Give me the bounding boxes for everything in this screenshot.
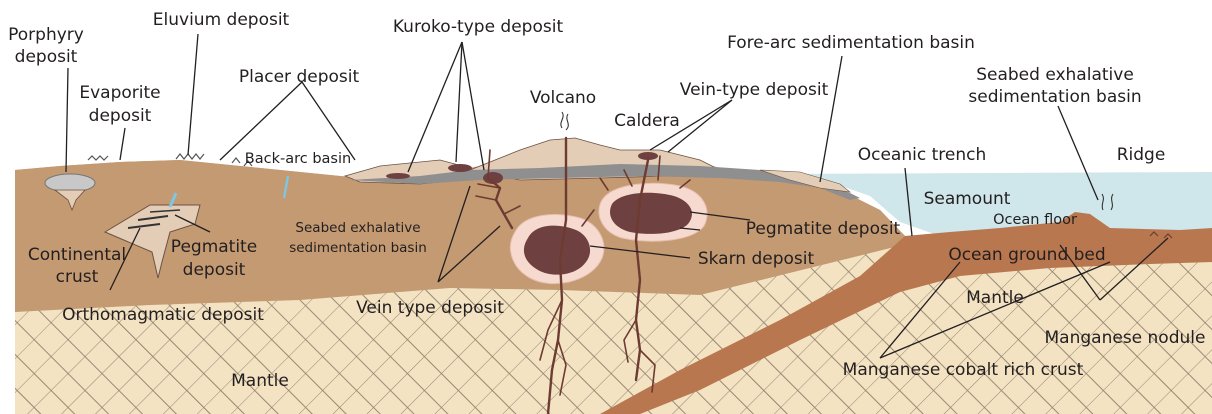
label-skarn: Skarn deposit (698, 249, 815, 269)
label-placer: Placer deposit (239, 67, 360, 87)
skarn-deposit-right (610, 193, 692, 234)
porphyry-deposit (45, 174, 95, 192)
kuroko-deposit-2 (448, 164, 472, 172)
svg-text:Seabed exhalative: Seabed exhalative (976, 65, 1134, 85)
label-caldera: Caldera (614, 111, 680, 131)
kuroko-deposit-1 (386, 173, 410, 179)
label-pegmatite-left-2: deposit (183, 260, 246, 280)
label-seabed-right-1: Seabed exhalative (976, 65, 1134, 85)
label-continental-2: crust (56, 267, 99, 287)
svg-text:sedimentation basin: sedimentation basin (289, 240, 427, 256)
caldera-deposit (638, 152, 658, 160)
svg-text:Evaporite: Evaporite (79, 83, 160, 103)
label-manganese-nodule: Manganese nodule (1045, 328, 1206, 348)
svg-text:crust: crust (56, 267, 99, 287)
svg-text:Seabed exhalative: Seabed exhalative (295, 220, 420, 236)
label-porphyry-2: deposit (15, 47, 78, 67)
label-seabed-right-2: sedimentation basin (968, 87, 1141, 107)
label-ocean-ground-bed: Ocean ground bed (948, 245, 1105, 265)
label-kuroko: Kuroko-type deposit (393, 17, 564, 37)
label-continental-1: Continental (28, 245, 126, 265)
label-ocean-floor: Ocean floor (993, 212, 1077, 228)
label-evaporite-2: deposit (89, 106, 152, 126)
svg-text:deposit: deposit (15, 47, 78, 67)
svg-text:Continental: Continental (28, 245, 126, 265)
label-mantle-left: Mantle (231, 371, 289, 391)
svg-text:deposit: deposit (89, 106, 152, 126)
label-ridge: Ridge (1117, 145, 1166, 165)
label-evaporite-1: Evaporite (79, 83, 160, 103)
label-porphyry-1: Porphyry (8, 25, 84, 45)
label-oceanic-trench: Oceanic trench (858, 145, 987, 165)
label-pegmatite-left-1: Pegmatite (171, 237, 257, 257)
label-eluvium: Eluvium deposit (153, 10, 290, 30)
label-manganese-crust: Manganese cobalt rich crust (843, 360, 1084, 380)
svg-text:sedimentation basin: sedimentation basin (968, 87, 1141, 107)
label-forearc: Fore-arc sedimentation basin (727, 33, 975, 53)
svg-text:Pegmatite: Pegmatite (171, 237, 257, 257)
label-vein-bottom: Vein type deposit (356, 298, 504, 318)
svg-text:Porphyry: Porphyry (8, 25, 84, 45)
label-pegmatite-right: Pegmatite deposit (746, 219, 901, 239)
label-back-arc: Back-arc basin (245, 151, 351, 167)
label-volcano: Volcano (530, 88, 596, 108)
label-seabed-left-2: sedimentation basin (289, 240, 427, 256)
label-mantle-right: Mantle (966, 288, 1024, 308)
label-seabed-left-1: Seabed exhalative (295, 220, 420, 236)
label-seamount: Seamount (924, 189, 1011, 209)
label-vein-top: Vein-type deposit (680, 80, 829, 100)
label-orthomagmatic: Orthomagmatic deposit (62, 305, 264, 325)
svg-text:deposit: deposit (183, 260, 246, 280)
